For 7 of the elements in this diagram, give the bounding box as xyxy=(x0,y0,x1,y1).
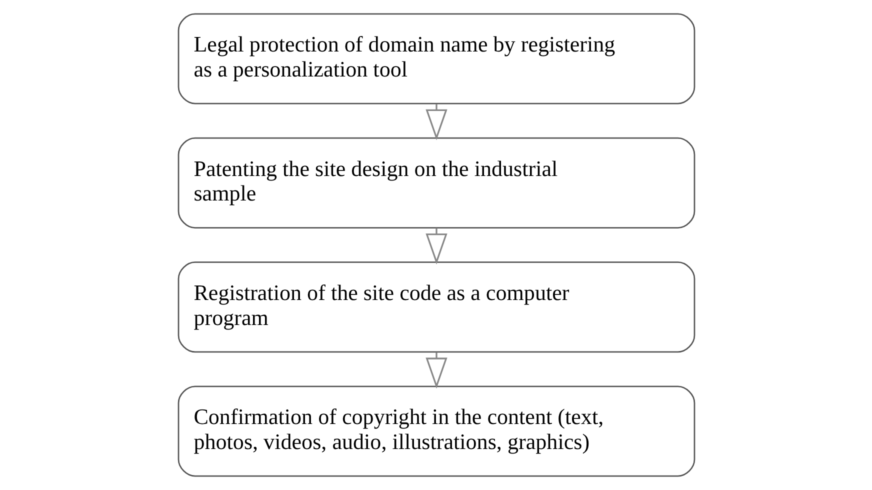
node-box: Confirmation of copyright in the content (text, photos, videos, audio, illustrations, graphics) xyxy=(177,386,695,477)
arrow xyxy=(425,104,447,140)
arrow xyxy=(425,352,447,389)
node-box: Legal protection of domain name by registering as a personalization tool xyxy=(177,13,695,104)
arrow xyxy=(425,228,447,264)
node-box: Registration of the site code as a computer program xyxy=(177,262,695,353)
node-box: Patenting the site design on the industrial sample xyxy=(177,137,695,228)
